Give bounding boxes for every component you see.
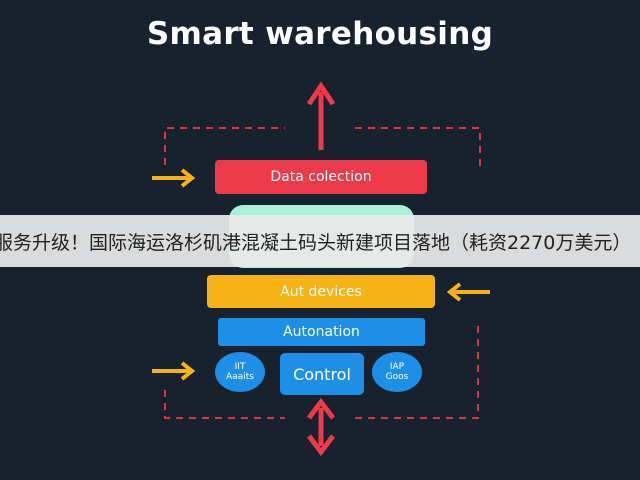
automation-box: Autonation <box>218 318 425 346</box>
up-arrow-icon <box>306 81 336 150</box>
control-label: Control <box>293 364 351 384</box>
right-circle-line-2: Goos <box>385 372 409 382</box>
right-arrow-icon <box>152 168 196 188</box>
right-arrow-icon <box>152 361 196 381</box>
iot-devices-box: Aut devices <box>207 275 435 308</box>
right-circle-line-1: IAP <box>389 362 405 372</box>
left-circle-line-2: Aaaits <box>226 372 254 382</box>
right-circle-node: IAP Goos <box>372 352 422 392</box>
overlay-banner[interactable]: 服务升级！国际海运洛杉矶港混凝土码头新建项目落地（耗资2270万美元） <box>0 215 640 267</box>
left-circle-line-1: IIT <box>234 362 246 372</box>
double-arrow-icon <box>307 397 335 457</box>
data-collection-label: Data colection <box>270 169 372 185</box>
diagram-title: Smart warehousing <box>146 16 494 52</box>
left-arrow-icon <box>446 282 490 302</box>
overlay-banner-text: 服务升级！国际海运洛杉矶港混凝土码头新建项目落地（耗资2270万美元） <box>0 231 632 254</box>
left-circle-node: IIT Aaaits <box>215 352 265 392</box>
iot-devices-label: Aut devices <box>280 283 362 300</box>
control-box: Control <box>280 353 364 395</box>
data-collection-box: Data colection <box>215 160 427 194</box>
automation-label: Autonation <box>283 324 360 340</box>
